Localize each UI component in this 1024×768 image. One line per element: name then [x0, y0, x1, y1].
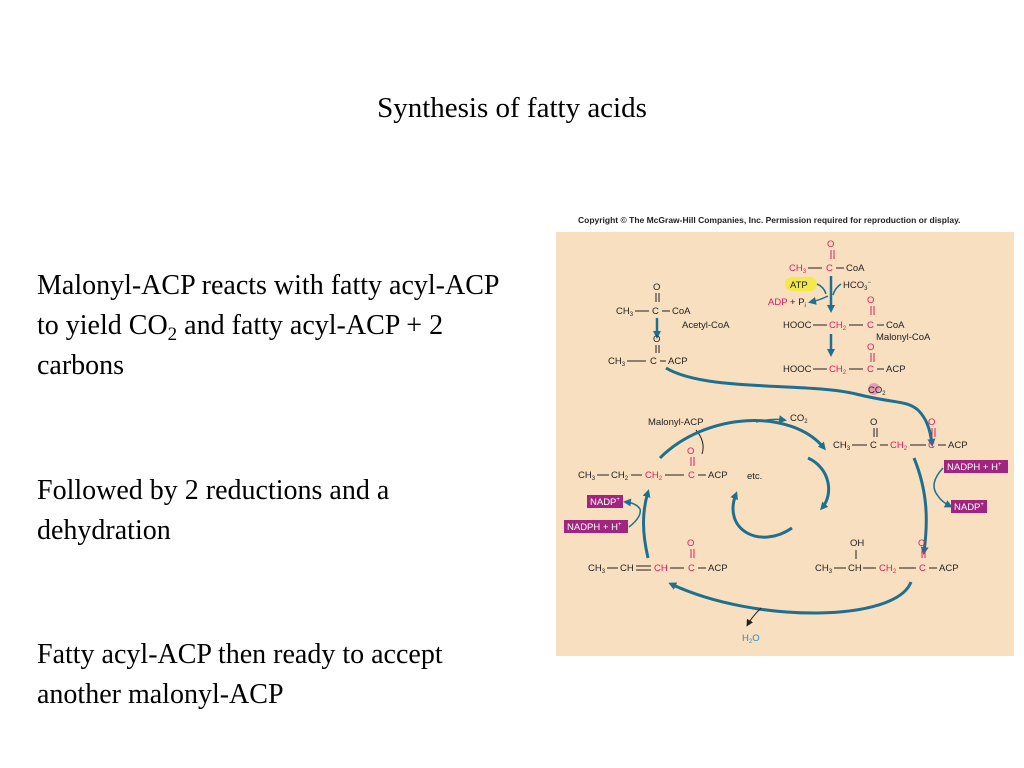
dehydration-arrow [668, 581, 913, 615]
svg-text:CoA: CoA [672, 306, 691, 317]
inner-spiral-arrow-2 [730, 491, 793, 539]
fatty-acid-synthesis-diagram: O CH3 C CoA ATP HCO3− ADP + Pi O HOOC CH… [556, 232, 1014, 656]
acp-label: ACP [886, 364, 906, 375]
svg-text:CH2: CH2 [879, 563, 897, 575]
svg-text:HOOC: HOOC [783, 364, 812, 375]
coa-label: CoA [846, 263, 865, 274]
acetyl-coa-branch: O CH3 C CoA Acetyl-CoA O CH3 C ACP [608, 282, 730, 368]
malonyl-coa-label: Malonyl-CoA [876, 332, 931, 343]
svg-text:CH3: CH3 [815, 563, 833, 575]
hooc-label: HOOC [783, 320, 812, 331]
svg-text:C: C [867, 320, 874, 331]
svg-text:ACP: ACP [948, 440, 968, 451]
svg-text:C: C [650, 356, 657, 367]
malonyl-coa-formation: O CH3 C CoA ATP HCO3− ADP + Pi O HOOC CH… [768, 239, 931, 397]
ch2-label: CH2 [829, 320, 847, 332]
svg-text:CH2: CH2 [645, 470, 663, 482]
co2-highlight [868, 383, 880, 395]
h2o-label: H2O [742, 633, 760, 645]
svg-text:ACP: ACP [939, 563, 959, 574]
svg-text:CH: CH [848, 563, 862, 574]
reduction-arrow-1 [912, 457, 929, 555]
hydroxyacyl-acp: OH O CH3 CH CH2 C ACP [815, 538, 959, 575]
svg-text:C: C [688, 470, 695, 481]
inner-spiral-arrow-1 [807, 456, 831, 511]
reduction-arrow-2 [642, 489, 651, 559]
svg-text:O: O [687, 446, 694, 457]
svg-text:CH2: CH2 [890, 440, 908, 452]
svg-text:ACP: ACP [708, 470, 728, 481]
second-condensation-arrow [658, 419, 826, 460]
svg-text:O: O [653, 282, 660, 293]
acetoacetyl-acp: O O CH3 C CH2 C ACP [833, 417, 968, 452]
bullet-reductions: Followed by 2 reductions and a dehydrati… [37, 475, 390, 546]
copyright-notice: Copyright © The McGraw-Hill Companies, I… [578, 215, 961, 225]
bullet-malonyl-acp: Malonyl-ACP reacts with fatty acyl-ACP t… [37, 270, 499, 381]
atp-highlight [785, 277, 817, 291]
co2-second-label: CO2 [790, 413, 808, 425]
etc-label: etc. [747, 471, 762, 482]
svg-text:CH3: CH3 [833, 440, 851, 452]
svg-text:ACP: ACP [668, 356, 688, 367]
svg-text:CH3: CH3 [616, 306, 634, 318]
co2-released-label: CO2 [868, 385, 886, 397]
svg-text:C: C [826, 263, 833, 274]
adp-label: ADP + Pi [768, 297, 806, 309]
nadp-box-right [951, 500, 987, 513]
ch3-label: CH3 [789, 263, 807, 275]
svg-text:C: C [867, 364, 874, 375]
svg-text:O: O [918, 538, 925, 549]
acetyl-coa-label: Acetyl-CoA [682, 320, 730, 331]
oh-label: OH [850, 538, 864, 549]
nadp-label-left: NADP+ [590, 497, 620, 508]
nadp-label-right: NADP+ [954, 502, 984, 513]
bullet-ready: Fatty acyl-ACP then ready to accept anot… [37, 639, 443, 710]
nadph-label-right: NADPH + H+ [947, 462, 1002, 473]
svg-text:CoA: CoA [886, 320, 905, 331]
butyryl-acp: O CH3 CH2 CH2 C ACP [578, 446, 728, 482]
svg-text:CH: CH [620, 563, 634, 574]
atp-label: ATP [790, 280, 808, 291]
nadph-box-left [564, 520, 628, 533]
svg-text:CH3: CH3 [608, 356, 626, 368]
svg-text:CH3: CH3 [588, 563, 606, 575]
svg-text:O: O [687, 538, 694, 549]
nadph-label-left: NADPH + H+ [567, 522, 622, 533]
slide-title: Synthesis of fatty acids [377, 92, 647, 124]
svg-text:O: O [867, 342, 874, 353]
enoyl-acp: O CH3 CH CH C ACP [588, 538, 728, 575]
nadph-box-right [944, 460, 1008, 473]
svg-text:C: C [928, 440, 935, 451]
diagram-svg: O CH3 C CoA ATP HCO3− ADP + Pi O HOOC CH… [564, 239, 1008, 645]
malonyl-acp-label: Malonyl-ACP [648, 417, 703, 428]
svg-text:C: C [870, 440, 877, 451]
hco3-label: HCO3− [843, 280, 871, 292]
svg-text:CH3: CH3 [578, 470, 596, 482]
nadp-box-left [587, 495, 623, 508]
condensation-arrow [665, 366, 936, 447]
oxygen-label: O [827, 239, 834, 250]
svg-text:CH: CH [654, 563, 668, 574]
svg-text:O: O [653, 334, 660, 345]
svg-text:C: C [652, 306, 659, 317]
svg-text:O: O [867, 295, 874, 306]
svg-text:CH2: CH2 [611, 470, 629, 482]
svg-text:ACP: ACP [708, 563, 728, 574]
svg-text:O: O [870, 417, 877, 428]
svg-text:CH2: CH2 [829, 364, 847, 376]
svg-text:C: C [919, 563, 926, 574]
svg-text:C: C [688, 563, 695, 574]
svg-text:O: O [928, 417, 935, 428]
